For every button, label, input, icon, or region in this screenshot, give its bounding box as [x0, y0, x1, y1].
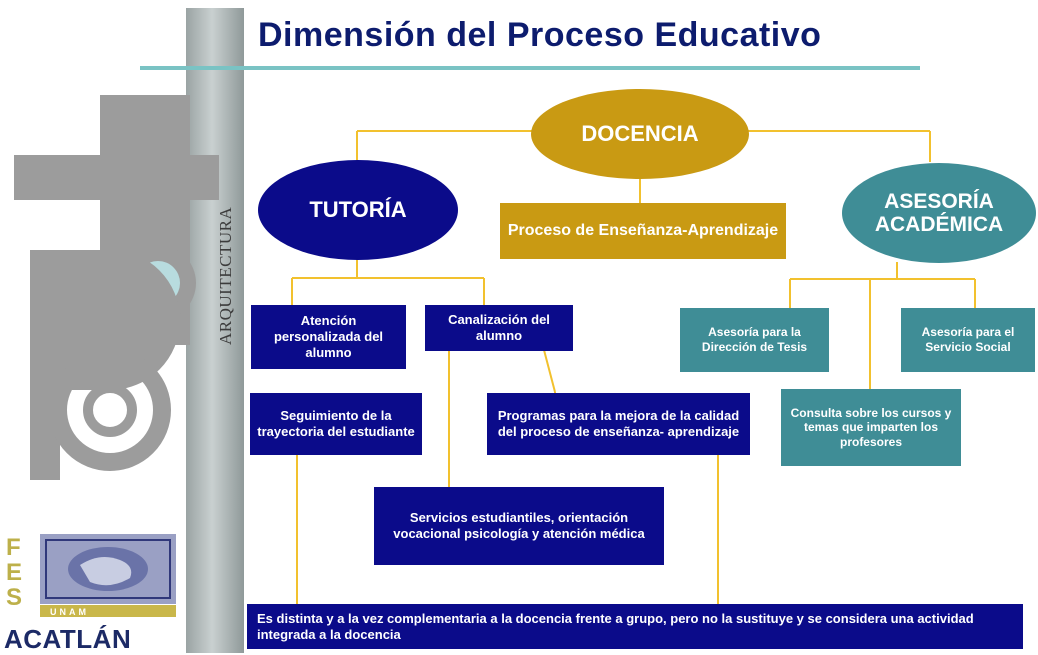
logo-t-bar — [14, 155, 219, 200]
node-atencion: Atención personalizada del alumno — [251, 305, 406, 369]
node-asesoria-tesis-label: Asesoría para la Dirección de Tesis — [701, 325, 808, 354]
node-consulta: Consulta sobre los cursos y temas que im… — [781, 389, 961, 466]
logo-unam: UNAM — [50, 607, 89, 617]
node-programas-label: Programas para la mejora de la calidad d… — [497, 408, 740, 439]
node-atencion-label: Atención personalizada del alumno — [273, 313, 384, 360]
node-footer-label: Es distinta y a la vez complementaria a … — [257, 610, 974, 642]
pat-logo-graphic — [14, 8, 244, 653]
node-asesoria-servicio: Asesoría para el Servicio Social — [901, 308, 1035, 372]
logo-letter-e: E — [6, 559, 23, 586]
node-programas: Programas para la mejora de la calidad d… — [487, 393, 750, 455]
node-asesoria-servicio-label: Asesoría para el Servicio Social — [921, 325, 1015, 354]
node-tutoria-label: TUTORÍA — [309, 197, 407, 222]
vertical-band — [186, 8, 244, 653]
page-title: Dimensión del Proceso Educativo — [258, 16, 822, 54]
logo-swirl-outer — [49, 349, 171, 471]
node-tutoria: TUTORÍA — [258, 160, 458, 260]
logo-swirl-inner — [83, 383, 137, 437]
node-seguimiento: Seguimiento de la trayectoria del estudi… — [250, 393, 422, 455]
logo-letter-f: F — [6, 534, 21, 561]
node-canalizacion-label: Canalización del alumno — [448, 312, 550, 343]
node-asesoria-label: ASESORÍA ACADÉMICA — [874, 189, 1004, 236]
node-servicios-label: Servicios estudiantiles, orientación voc… — [393, 510, 645, 541]
node-proceso: Proceso de Enseñanza-Aprendizaje — [500, 203, 786, 259]
node-docencia-label: DOCENCIA — [581, 121, 699, 146]
node-docencia: DOCENCIA — [531, 89, 749, 179]
unam-strip — [40, 605, 176, 617]
node-consulta-label: Consulta sobre los cursos y temas que im… — [790, 405, 952, 449]
node-seguimiento-label: Seguimiento de la trayectoria del estudi… — [257, 408, 415, 439]
node-canalizacion: Canalización del alumno — [425, 305, 573, 351]
node-servicios: Servicios estudiantiles, orientación voc… — [374, 487, 664, 565]
logo-letter-s: S — [6, 584, 23, 611]
node-asesoria: ASESORÍA ACADÉMICA — [842, 163, 1036, 263]
node-footer: Es distinta y a la vez complementaria a … — [247, 604, 1023, 649]
node-proceso-label: Proceso de Enseñanza-Aprendizaje — [507, 222, 779, 240]
node-asesoria-tesis: Asesoría para la Dirección de Tesis — [680, 308, 829, 372]
logo-acatlan: ACATLÁN — [4, 624, 132, 654]
